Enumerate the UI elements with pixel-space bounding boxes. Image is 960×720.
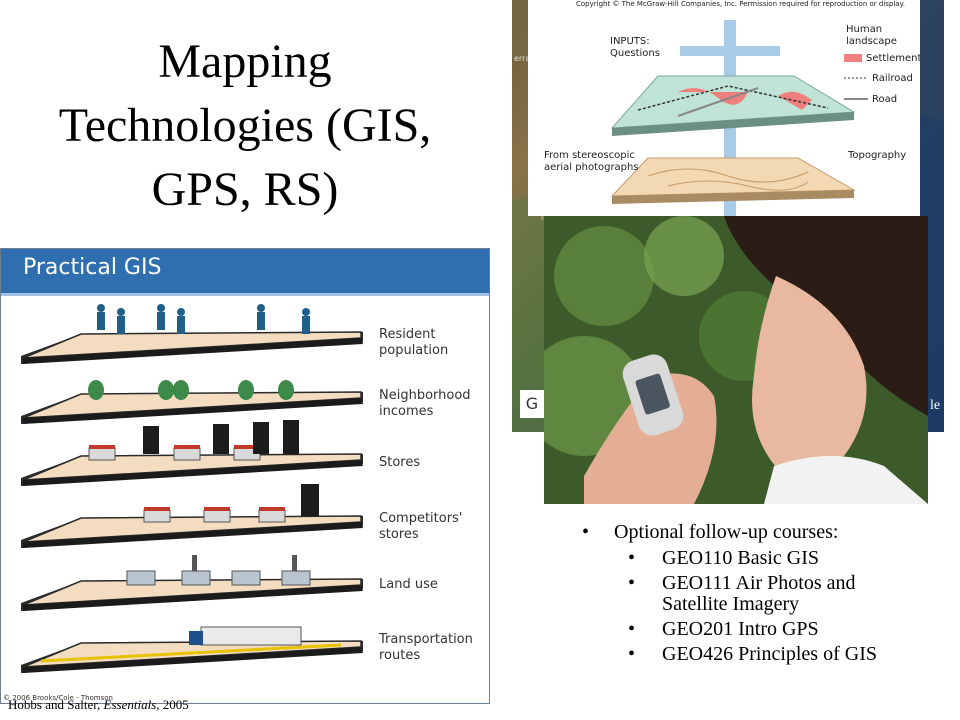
satellite-right-text: le <box>930 398 941 413</box>
layer-label-competitors: Competitors' stores <box>379 511 463 542</box>
citation-year: , 2005 <box>156 697 189 712</box>
courses-list: Optional follow-up courses: GEO110 Basic… <box>576 520 956 669</box>
gis-layer-incomes <box>21 380 363 424</box>
legend-settlement: Settlement <box>866 53 922 64</box>
gis-layer-competitors <box>21 484 363 548</box>
gis-layer-land-use <box>21 555 363 611</box>
title-line-1: Mapping <box>158 35 332 88</box>
course-item: GEO110 Basic GIS <box>576 548 956 570</box>
citation-work: Essentials <box>103 697 157 712</box>
gis-layer-stores <box>21 420 363 486</box>
gps-photo-illustration <box>544 216 928 504</box>
layer-label-incomes: Neighborhood incomes <box>379 388 471 419</box>
overlay-inputs: INPUTS: Questions <box>610 36 660 59</box>
layer-label-transportation: Transportation routes <box>379 632 473 663</box>
practical-gis-figure: Practical GIS Resident population Neighb… <box>0 248 490 704</box>
satellite-label: G <box>520 390 544 418</box>
layer-label-land-use: Land use <box>379 577 438 592</box>
overlay-copyright: Copyright © The McGraw-Hill Companies, I… <box>576 0 905 8</box>
courses-heading: Optional follow-up courses: <box>576 520 956 544</box>
title-line-3: GPS, RS) <box>151 163 339 216</box>
layer-label-stores: Stores <box>379 455 421 470</box>
gis-header: Practical GIS <box>1 249 489 293</box>
layer-label-resident: Resident population <box>379 327 449 358</box>
slide-title: Mapping Technologies (GIS, GPS, RS) <box>20 30 470 222</box>
gis-layer-transportation <box>21 626 363 673</box>
citation-authors: Hobbs and Salter, <box>8 697 104 712</box>
title-line-2: Technologies (GIS, <box>58 99 432 152</box>
overlay-graphic <box>610 20 868 216</box>
gis-header-rule <box>1 293 489 296</box>
overlay-legend-title: Human landscape <box>846 24 897 47</box>
citation: Hobbs and Salter, Essentials, 2005 <box>8 697 189 713</box>
gps-photo <box>544 216 928 504</box>
gis-header-title: Practical GIS <box>23 255 162 280</box>
gis-layer-resident <box>21 304 363 364</box>
overlay-topography-label: Topography <box>848 150 907 161</box>
legend-road: Road <box>872 94 898 105</box>
course-item: GEO426 Principles of GIS <box>576 644 956 666</box>
gis-copyright: © 2006 Brooks/Cole - Thomson <box>3 694 113 702</box>
course-item: GEO111 Air Photos and Satellite Imagery <box>576 573 956 615</box>
legend-railroad: Railroad <box>872 73 913 84</box>
overlay-photos-label: From stereoscopic aerial photographs <box>544 150 639 173</box>
gis-layers-illustration <box>21 304 363 673</box>
satellite-tiny-text: erra <box>514 54 531 63</box>
course-item: GEO201 Intro GPS <box>576 619 956 641</box>
overlay-diagram: Copyright © The McGraw-Hill Companies, I… <box>528 0 922 216</box>
